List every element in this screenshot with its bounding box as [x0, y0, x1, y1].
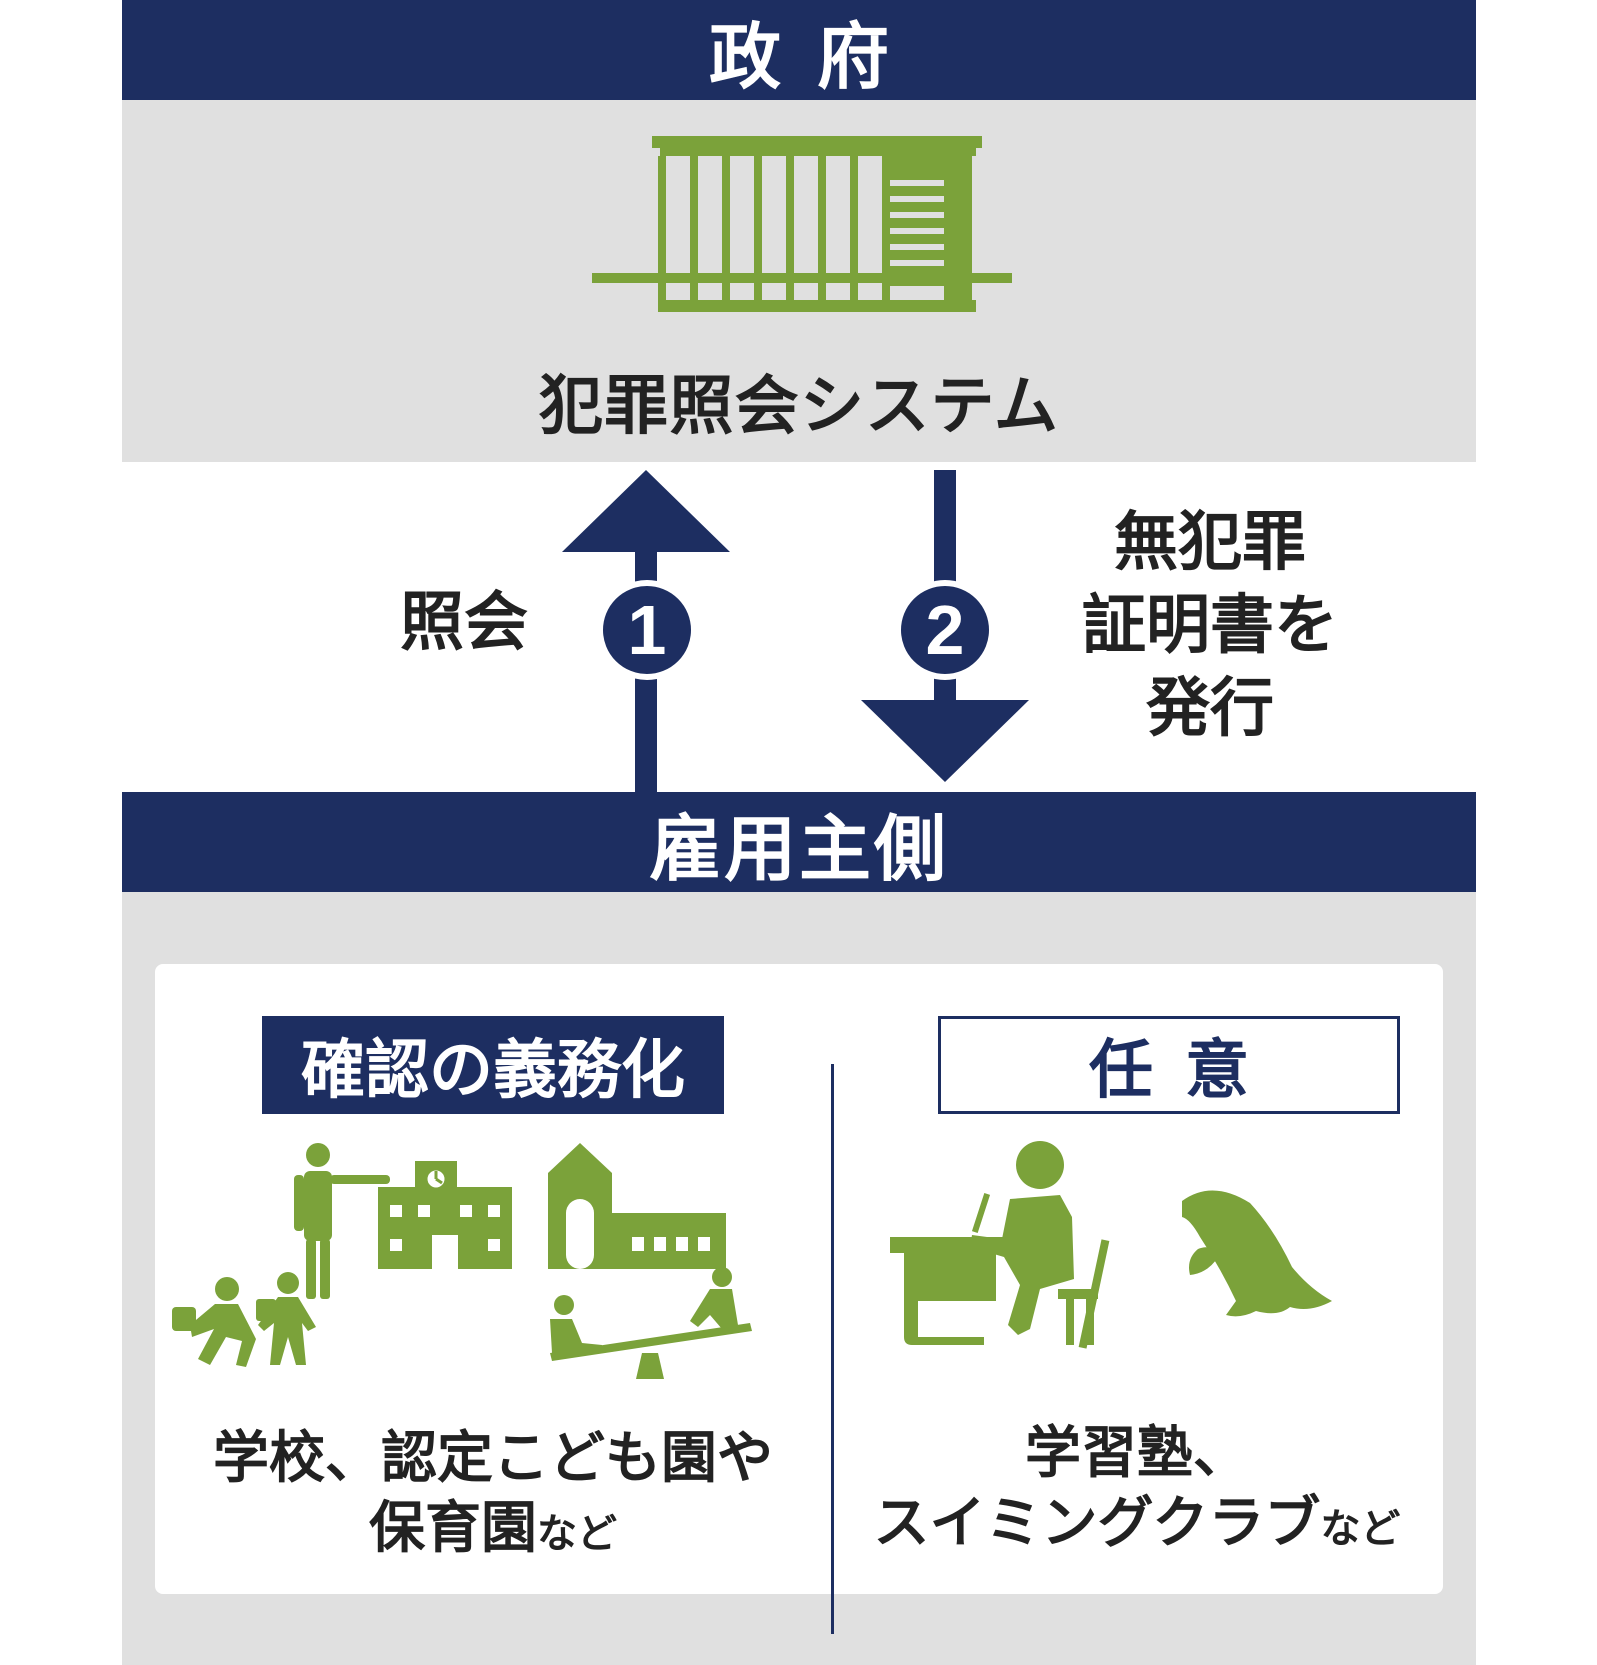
mandatory-caption-line1: 学校、認定こども園や [213, 1426, 773, 1491]
school-nursery-icons [172, 1143, 752, 1379]
mandatory-caption-main: 保育園 [369, 1496, 537, 1561]
mandatory-caption: 学校、認定こども園や 保育園など [155, 1424, 831, 1564]
swimmer-icon [1182, 1190, 1332, 1317]
government-building-icon [592, 136, 1012, 312]
issue-label-line: 無犯罪 [1114, 506, 1306, 580]
employer-header: 雇用主側 [122, 792, 1476, 892]
system-label: 犯罪照会システム [538, 370, 1060, 444]
step-1-badge: 1 [597, 580, 697, 680]
government-panel: 犯罪照会システム [122, 100, 1476, 462]
government-header: 政府 [122, 0, 1476, 100]
issue-label-line: 証明書を [1082, 589, 1338, 664]
issue-label-line: 発行 [1146, 672, 1274, 747]
employer-card: 確認の義務化 任意 [155, 964, 1443, 1634]
mandatory-caption-suffix: など [537, 1511, 617, 1557]
studying-student-icon [890, 1141, 1110, 1349]
flow-area: 照会 1 2 無犯罪 証明書を 発行 [0, 462, 1597, 792]
optional-caption: 学習塾、 スイミングクラブなど [831, 1419, 1443, 1559]
cram-school-swimming-icons [890, 1141, 1332, 1349]
employer-panel: 確認の義務化 任意 [122, 892, 1476, 1665]
children-icon [172, 1272, 316, 1367]
teacher-icon [294, 1143, 390, 1299]
optional-badge: 任意 [938, 1016, 1400, 1114]
issue-certificate-label: 無犯罪 証明書を 発行 [1060, 502, 1360, 752]
optional-caption-suffix: など [1320, 1506, 1401, 1552]
column-divider [831, 1064, 834, 1634]
optional-caption-line1: 学習塾、 [1025, 1421, 1249, 1486]
inquiry-label: 照会 [400, 586, 528, 660]
optional-caption-main: スイミングクラブ [873, 1491, 1321, 1556]
step-2-badge: 2 [895, 580, 995, 680]
mandatory-badge: 確認の義務化 [262, 1016, 724, 1114]
seesaw-icon [550, 1267, 752, 1379]
